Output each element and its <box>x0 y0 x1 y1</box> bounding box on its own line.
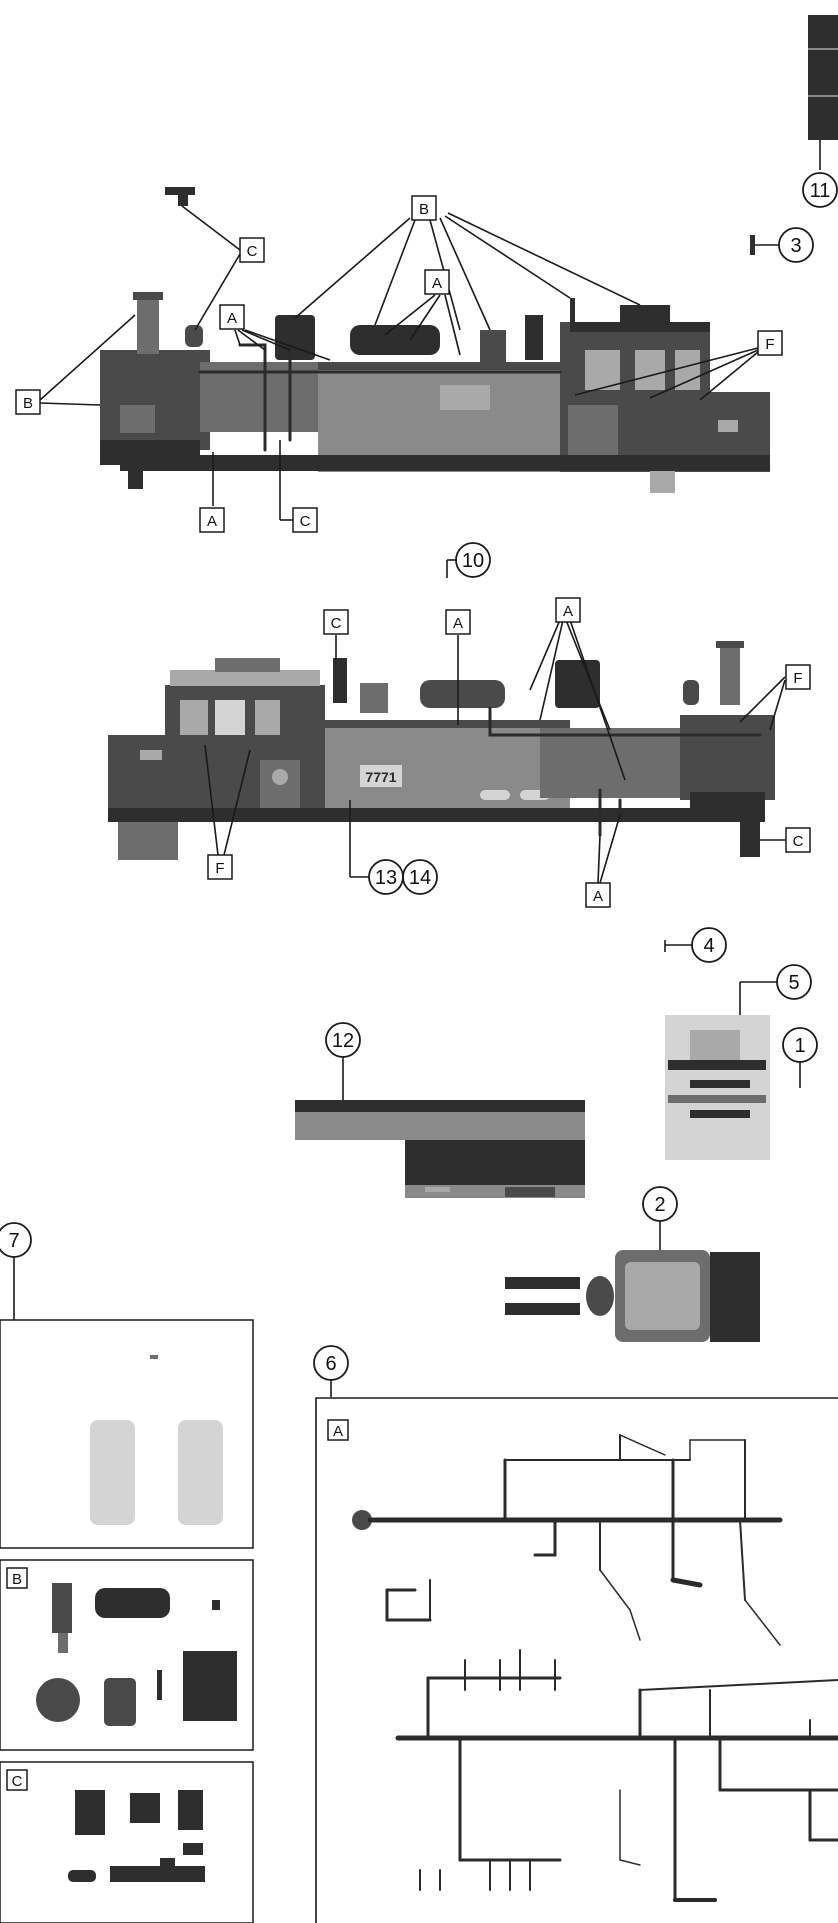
label-f-view2-text: F <box>793 670 802 687</box>
callout-6-label: 6 <box>325 1353 336 1375</box>
locomotive-number-plate: 7771 <box>365 769 396 785</box>
label-a-view2-right-text: A <box>563 603 573 620</box>
label-a-left-text: A <box>227 310 237 327</box>
label-a-upper-text: A <box>432 275 442 292</box>
label-f-view2 <box>785 664 811 690</box>
label-c-top-text: C <box>247 243 258 260</box>
part-7-group: 7 <box>0 1222 254 1549</box>
callout-10 <box>455 542 491 578</box>
label-a-left <box>219 304 245 330</box>
callout-13-label: 13 <box>375 867 397 889</box>
label-f-view2-bottom <box>207 854 233 880</box>
label-b-left <box>15 389 41 415</box>
label-b-top <box>411 195 437 221</box>
label-c-view2-top-text: C <box>331 615 342 632</box>
label-a-view2-top <box>445 609 471 635</box>
leaders-view-2 <box>204 619 786 884</box>
label-c-bottom <box>292 507 318 533</box>
panel-a-label <box>327 1419 349 1441</box>
label-c-bottom-text: C <box>300 513 311 530</box>
part-13-14-group: 13 14 <box>368 859 438 895</box>
label-a-view2-bottom <box>585 882 611 908</box>
labels-view-1: B C A A B F A C <box>15 195 783 533</box>
label-b-left-text: B <box>23 395 33 412</box>
label-f-right-text: F <box>765 336 774 353</box>
panel-b-label-text: B <box>12 1571 22 1588</box>
callout-2-label: 2 <box>654 1194 665 1216</box>
callout-11 <box>802 172 838 208</box>
locomotive-side-view-2: 7771 <box>108 641 775 860</box>
callout-14 <box>402 859 438 895</box>
label-c-top <box>239 237 265 263</box>
callout-3-label: 3 <box>790 235 801 257</box>
label-a-bottom <box>199 507 225 533</box>
panel-a-label-text: A <box>333 1423 343 1440</box>
callout-5-label: 5 <box>788 972 799 994</box>
label-f-right <box>757 330 783 356</box>
label-f-view2-bottom-text: F <box>215 860 224 877</box>
part-3-group: 3 <box>750 227 814 263</box>
callout-12-label: 12 <box>332 1030 354 1052</box>
panel-c-label-text: C <box>12 1773 23 1790</box>
part-12-group: 12 <box>295 1022 585 1198</box>
panel-c-box <box>0 1761 254 1923</box>
callout-10-label: 10 <box>462 550 484 572</box>
part-10-group: 10 <box>446 542 491 578</box>
panel-a-upper-pipework <box>352 1434 783 1646</box>
panel-a-lower-pipework <box>395 1649 838 1902</box>
locomotive-side-view-1 <box>100 187 770 493</box>
panel-c: C <box>0 1761 254 1923</box>
callout-3 <box>778 227 814 263</box>
callout-14-label: 14 <box>409 867 431 889</box>
part-4-group: 4 <box>664 927 727 963</box>
label-c-view2-right-text: C <box>793 833 804 850</box>
callout-1-label: 1 <box>794 1035 805 1057</box>
panel-a-box <box>315 1397 838 1923</box>
panel-c-label <box>6 1769 28 1791</box>
callout-11-label: 11 <box>810 180 831 202</box>
part-12-frame-top <box>295 1100 585 1112</box>
callout-4 <box>691 927 727 963</box>
label-a-upper <box>424 269 450 295</box>
part-11-group: 11 <box>802 15 838 208</box>
label-c-view2-right <box>785 827 811 853</box>
part-2-shaft-bottom <box>505 1303 580 1315</box>
label-c-view2-top <box>323 609 349 635</box>
label-a-view2-bottom-text: A <box>593 888 603 905</box>
label-a-view2-right <box>555 597 581 623</box>
label-b-top-text: B <box>419 201 429 218</box>
label-a-view2-top-text: A <box>453 615 463 632</box>
part-2-group: 2 <box>505 1186 760 1342</box>
leaders-view-1 <box>39 205 759 521</box>
callout-4-label: 4 <box>703 935 714 957</box>
panel-b-label <box>6 1567 28 1589</box>
part-2-shaft-top <box>505 1277 580 1289</box>
part-11-block <box>808 15 838 140</box>
callout-7-label: 7 <box>8 1230 19 1252</box>
label-a-bottom-text: A <box>207 513 217 530</box>
part-6-group: 6 A <box>313 1345 838 1923</box>
labels-view-2: C A A F F C A <box>207 597 811 908</box>
panel-b: B <box>0 1559 254 1751</box>
part-5-1-group: 5 1 <box>665 964 818 1160</box>
